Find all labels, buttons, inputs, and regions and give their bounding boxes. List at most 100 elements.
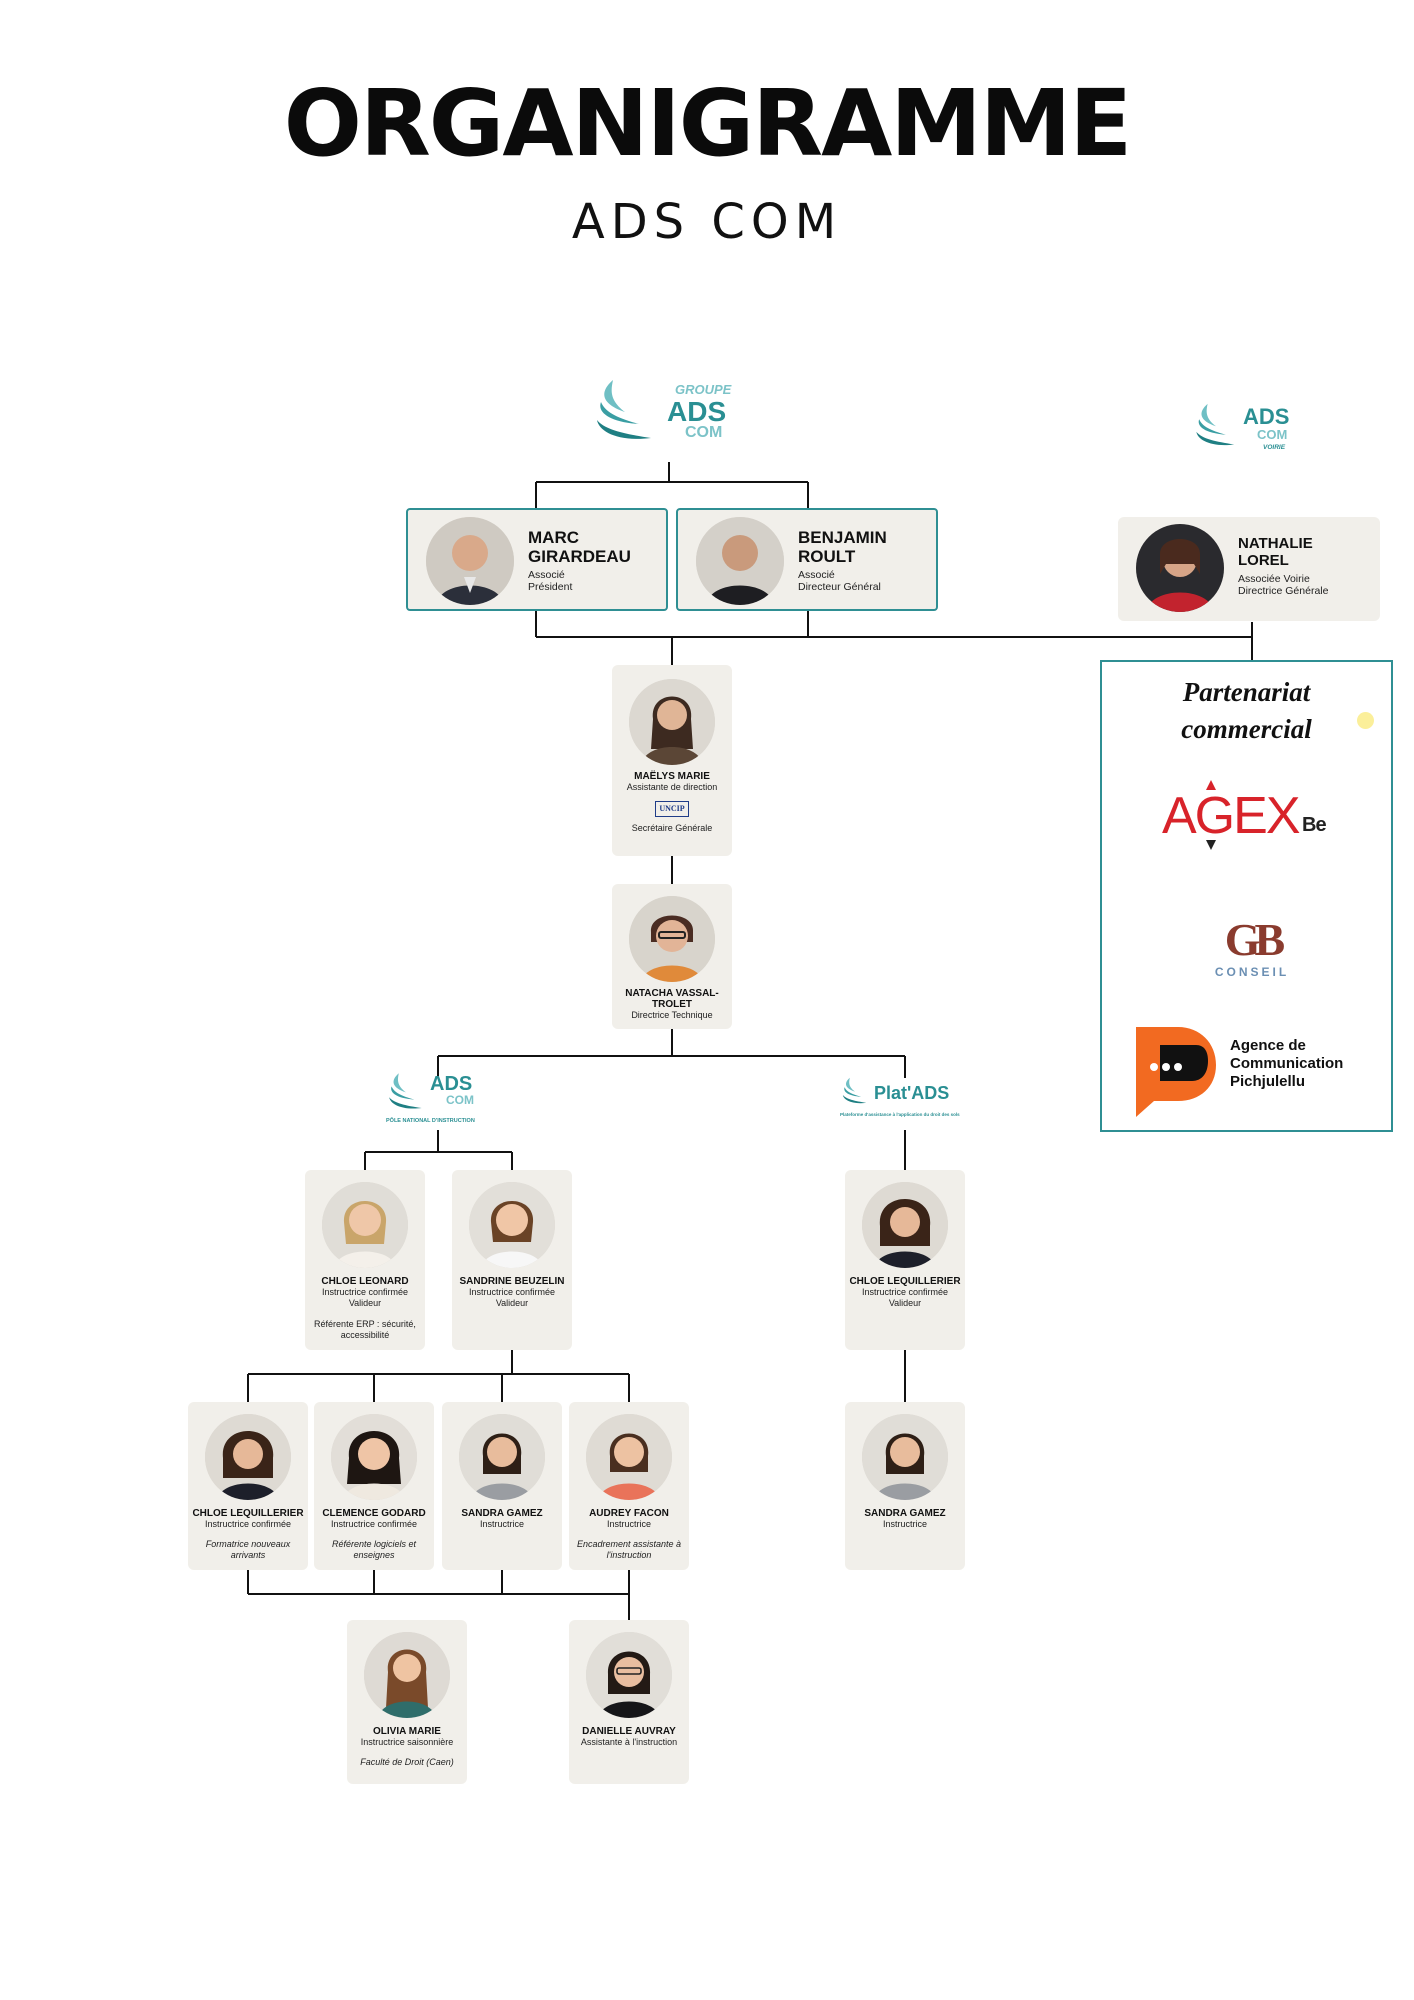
ads-com-voirie-logo: ADS COM VOIRIE bbox=[1195, 402, 1305, 458]
avatar bbox=[364, 1632, 450, 1718]
connector bbox=[535, 462, 809, 508]
speech-bubble-icon bbox=[1136, 1027, 1216, 1117]
triangle-icon bbox=[1206, 780, 1216, 790]
logo-com-text: COM bbox=[446, 1093, 474, 1107]
logo-pole-text: PÔLE NATIONAL D'INSTRUCTION bbox=[386, 1118, 475, 1124]
staff-card-clemence-godard: CLEMENCE GODARD Instructrice confirmée R… bbox=[314, 1402, 434, 1570]
staff-card-chloe-lequillerier: CHLOE LEQUILLERIER Instructrice confirmé… bbox=[188, 1402, 308, 1570]
connector bbox=[535, 611, 1253, 660]
page-title: ORGANIGRAMME bbox=[283, 70, 1133, 177]
person-role: Instructrice confirmée bbox=[204, 1519, 292, 1529]
agex-suffix-text: Be bbox=[1302, 814, 1327, 836]
avatar bbox=[629, 896, 715, 982]
connector bbox=[437, 1029, 906, 1078]
logo-com-text: COM bbox=[685, 424, 723, 441]
logo-platads-tagline: Plateforme d'assistance à l'application … bbox=[840, 1112, 960, 1117]
person-name: AUDREY FACON bbox=[589, 1508, 669, 1519]
gb-conseil-logo: GB CONSEIL bbox=[1202, 917, 1302, 987]
connector bbox=[247, 1570, 630, 1620]
avatar bbox=[426, 517, 514, 605]
person-name: SANDRA GAMEZ bbox=[461, 1508, 543, 1519]
platads-logo: Plat'ADS Plateforme d'assistance à l'app… bbox=[840, 1076, 970, 1130]
person-name: CHLOE LEONARD bbox=[321, 1276, 409, 1287]
person-name: DANIELLE AUVRAY bbox=[582, 1726, 676, 1737]
person-name: SANDRINE BEUZELIN bbox=[459, 1276, 565, 1287]
gb-mark-text: GB bbox=[1224, 914, 1285, 965]
staff-card-natacha-vassal-trolet: NATACHA VASSAL-TROLET Directrice Techniq… bbox=[612, 884, 732, 1029]
staff-card-sandrine-beuzelin: SANDRINE BEUZELIN Instructrice confirmée… bbox=[452, 1170, 572, 1350]
person-name: CHLOE LEQUILLERIER bbox=[192, 1508, 304, 1519]
person-name: CHLOE LEQUILLERIER bbox=[849, 1276, 961, 1287]
avatar bbox=[586, 1632, 672, 1718]
wave-logo-icon bbox=[389, 1073, 422, 1109]
avatar bbox=[205, 1414, 291, 1500]
person-name: MAËLYS MARIE bbox=[634, 771, 710, 782]
person-role: Assistante à l'instruction bbox=[580, 1737, 678, 1747]
avatar bbox=[629, 679, 715, 765]
staff-card-audrey-facon: AUDREY FACON Instructrice Encadrement as… bbox=[569, 1402, 689, 1570]
logo-com-text: COM bbox=[1257, 427, 1288, 442]
logo-ads-text: ADS bbox=[430, 1073, 473, 1095]
staff-card-maelys-marie: MAËLYS MARIE Assistante de direction UNC… bbox=[612, 665, 732, 856]
agex-logo: AGEX Be bbox=[1162, 780, 1352, 850]
staff-card-danielle-auvray: DANIELLE AUVRAY Assistante à l'instructi… bbox=[569, 1620, 689, 1784]
connector bbox=[247, 1350, 630, 1402]
avatar bbox=[586, 1414, 672, 1500]
person-role: Directrice Technique bbox=[631, 1010, 713, 1020]
wave-logo-icon bbox=[597, 380, 651, 439]
avatar bbox=[862, 1414, 948, 1500]
person-note: Faculté de Droit (Caen) bbox=[360, 1757, 454, 1767]
logo-groupe-text: GROUPE bbox=[675, 382, 732, 397]
staff-card-chloe-lequillerier-platads: CHLOE LEQUILLERIER Instructrice confirmé… bbox=[845, 1170, 965, 1350]
avatar bbox=[459, 1414, 545, 1500]
logo-ads-text: ADS bbox=[1243, 404, 1290, 429]
avatar bbox=[696, 517, 784, 605]
person-name: SANDRA GAMEZ bbox=[864, 1508, 946, 1519]
person-role: Instructrice confirmée bbox=[330, 1519, 418, 1529]
person-role: Instructrice bbox=[606, 1519, 651, 1529]
groupe-ads-com-logo: GROUPE ADS COM bbox=[595, 378, 735, 448]
agex-text: AGEX bbox=[1162, 787, 1300, 845]
logo-ads-text: ADS bbox=[667, 396, 727, 427]
person-role: Instructrice bbox=[882, 1519, 927, 1529]
avatar bbox=[469, 1182, 555, 1268]
person-role: Instructrice bbox=[479, 1519, 524, 1529]
ads-com-pole-logo: ADS COM PÔLE NATIONAL D'INSTRUCTION bbox=[386, 1072, 502, 1130]
person-name: OLIVIA MARIE bbox=[373, 1726, 441, 1737]
triangle-icon bbox=[1206, 840, 1216, 850]
wave-logo-icon bbox=[1196, 403, 1235, 446]
person-note: Secrétaire Générale bbox=[631, 823, 713, 833]
connector bbox=[364, 1130, 513, 1170]
logo-platads-text: Plat'ADS bbox=[874, 1083, 950, 1103]
gb-conseil-text: CONSEIL bbox=[1214, 965, 1290, 979]
yellow-dot-icon bbox=[1357, 712, 1374, 729]
logo-voirie-text: VOIRIE bbox=[1263, 444, 1286, 451]
avatar bbox=[1136, 524, 1224, 612]
person-note: Référente ERP : sécurité,accessibilité bbox=[314, 1319, 416, 1340]
wave-logo-icon bbox=[842, 1077, 867, 1104]
person-name: NATACHA VASSAL-TROLET bbox=[625, 988, 719, 1010]
avatar bbox=[331, 1414, 417, 1500]
person-role: Assistante de direction bbox=[626, 782, 718, 792]
avatar bbox=[322, 1182, 408, 1268]
staff-card-olivia-marie: OLIVIA MARIE Instructrice saisonnière Fa… bbox=[347, 1620, 467, 1784]
